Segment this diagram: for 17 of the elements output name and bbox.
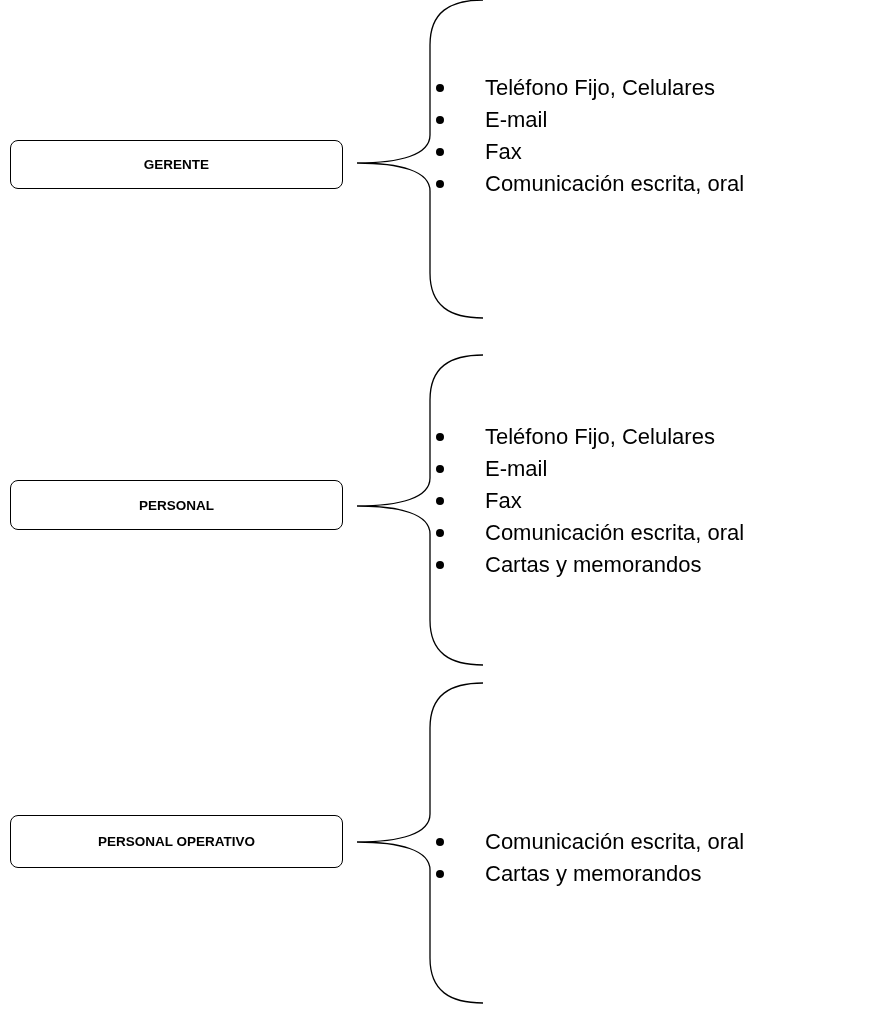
list-item: Teléfono Fijo, Celulares [485,424,715,450]
list-item: E-mail [485,107,548,133]
label-box [10,480,343,530]
list-item: Fax [485,488,522,514]
list-item: Comunicación escrita, oral [485,520,745,546]
box-label: PERSONAL OPERATIVO [98,834,255,849]
list-item: Comunicación escrita, oral [485,171,745,197]
list-item: Comunicación escrita, oral [485,829,745,855]
list-item: Teléfono Fijo, Celulares [485,75,715,101]
box-label: PERSONAL [139,497,214,513]
list-item: Fax [485,139,522,165]
list-item: E-mail [485,456,548,482]
box-label: GERENTE [143,157,210,172]
label-box [10,815,343,868]
list-item: Cartas y memorandos [485,552,702,578]
label-box [10,140,343,189]
list-item: Cartas y memorandos [485,861,702,887]
